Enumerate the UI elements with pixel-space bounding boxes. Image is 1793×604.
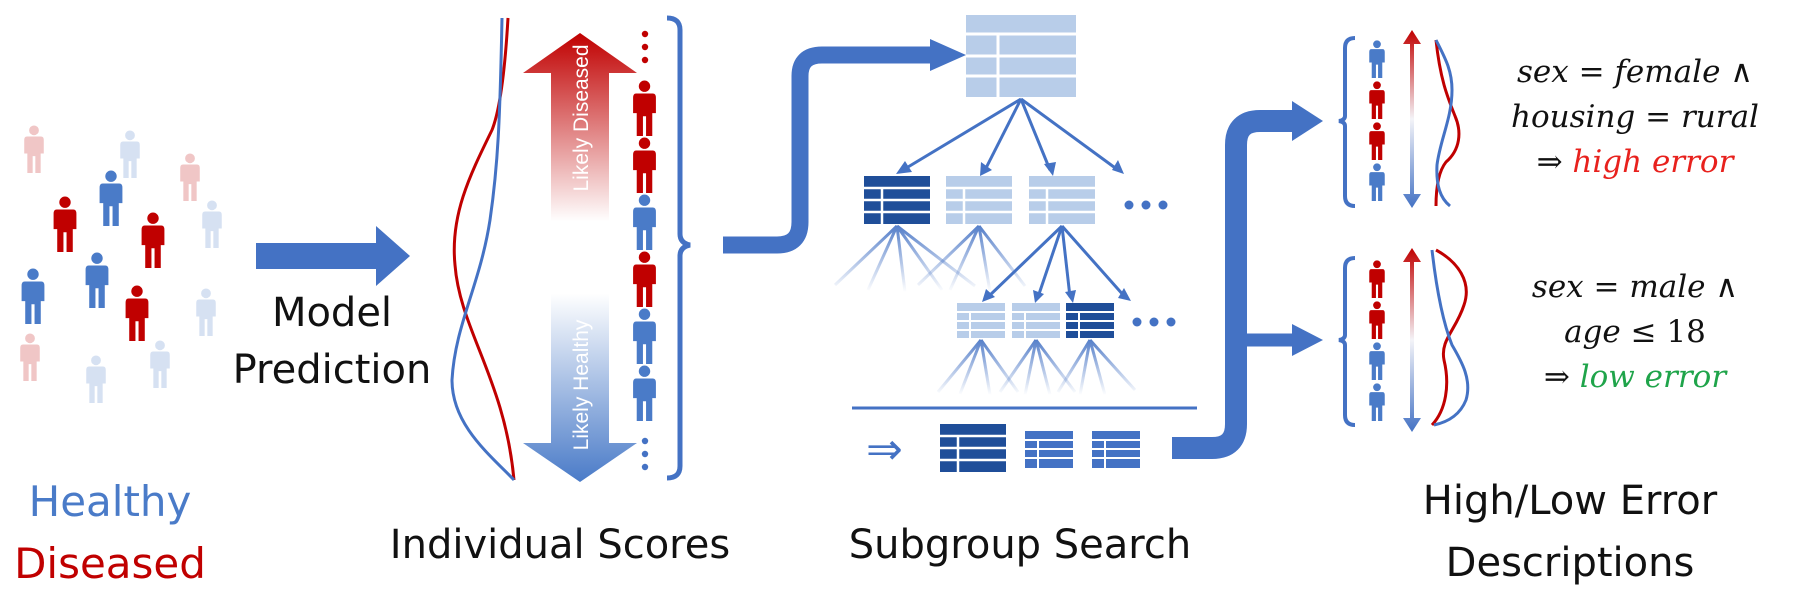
low-error-subgroup: [1338, 248, 1470, 432]
low-error-result: low error: [1579, 358, 1727, 395]
ranked-healthy-person-icon: [633, 365, 656, 421]
low-diseased-person-icon: [1369, 301, 1385, 339]
search-input-arrow: [723, 46, 930, 254]
level1-table-selected: [864, 176, 930, 224]
low-rule-line2: age ≤ 18: [1564, 313, 1706, 350]
subgroup-search-label: Subgroup Search: [848, 522, 1192, 568]
legend-diseased-label: Diseased: [14, 539, 206, 588]
level1-table-b: [946, 176, 1012, 224]
high-healthy-person-icon: [1369, 40, 1385, 78]
result-table-large: [940, 424, 1006, 472]
level2-table-b: [1012, 303, 1060, 338]
level1-table-c: [1029, 176, 1095, 224]
top-ellipsis-dots: [641, 30, 649, 64]
likely-diseased-text: Likely Diseased: [570, 44, 593, 191]
high-rule-line2: housing = rural: [1511, 98, 1759, 135]
subgroup-search-tree: ⇒: [833, 15, 1197, 475]
result-table-medium-a: [1025, 431, 1073, 468]
low-brace: [1338, 256, 1356, 427]
high-healthy-curve: [1434, 39, 1454, 208]
descriptions-label-line2: Descriptions: [1445, 540, 1695, 586]
model-prediction-label-line2: Prediction: [232, 347, 432, 393]
descriptions-label-line1: High/Low Error: [1422, 478, 1718, 524]
low-score-arrow: [1403, 248, 1421, 432]
root-table-icon: [966, 15, 1076, 97]
high-error-subgroup: [1338, 30, 1461, 208]
score-distributions: [450, 17, 516, 482]
individual-scores-label: Individual Scores: [389, 522, 731, 568]
model-prediction-label-line1: Model: [271, 290, 393, 336]
legend-healthy-label: Healthy: [28, 477, 192, 526]
score-brace: [666, 15, 691, 481]
low-error-rule: sex = male ∧ age ≤ 18 ⇒ low error: [1480, 265, 1790, 400]
likely-healthy-text: Likely Healthy: [570, 319, 593, 450]
high-error-result: high error: [1572, 143, 1734, 180]
description-arrows: [1172, 101, 1323, 459]
low-diseased-person-icon: [1369, 260, 1385, 298]
bottom-ellipsis-dots: [641, 437, 649, 471]
healthy-density-curve: [450, 17, 516, 482]
high-score-arrow: [1403, 30, 1421, 208]
level1-ellipsis-dots: [1124, 200, 1168, 210]
level2-ellipsis-dots: [1132, 317, 1176, 327]
population-group: [20, 125, 222, 403]
result-table-medium-b: [1092, 431, 1140, 468]
ranked-healthy-person-icon: [633, 194, 656, 250]
low-healthy-curve: [1430, 249, 1470, 427]
ranked-individuals: [633, 30, 656, 471]
high-error-rule: sex = female ∧ housing = rural ⇒ high er…: [1480, 50, 1790, 185]
high-healthy-person-icon: [1369, 163, 1385, 201]
level2-table-a: [957, 303, 1005, 338]
ranked-diseased-person-icon: [633, 251, 656, 307]
low-healthy-person-icon: [1369, 383, 1385, 421]
high-rule-line3: ⇒ high error: [1536, 143, 1734, 180]
low-healthy-person-icon: [1369, 342, 1385, 380]
ranked-diseased-person-icon: [633, 137, 656, 193]
level2-table-selected: [1066, 303, 1114, 338]
high-diseased-person-icon: [1369, 81, 1385, 119]
score-direction-arrow: [523, 33, 637, 482]
high-brace: [1338, 36, 1356, 208]
ranked-healthy-person-icon: [633, 308, 656, 364]
high-diseased-person-icon: [1369, 122, 1385, 160]
low-rule-line3: ⇒ low error: [1543, 358, 1727, 395]
ranked-diseased-person-icon: [633, 80, 656, 136]
prediction-arrow: [256, 226, 410, 286]
high-rule-line1: sex = female ∧: [1517, 54, 1753, 90]
implies-symbol: ⇒: [866, 424, 903, 475]
low-rule-line1: sex = male ∧: [1531, 269, 1739, 305]
